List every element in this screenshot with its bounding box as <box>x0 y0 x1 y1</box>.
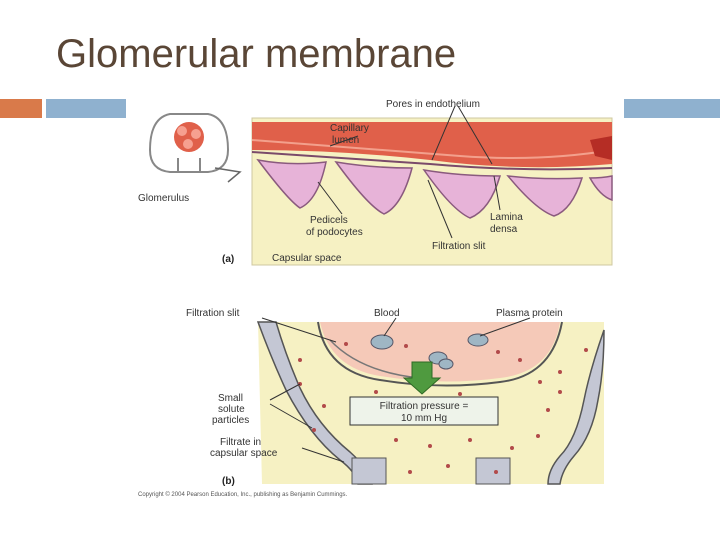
filtrate-label-line2: capsular space <box>210 448 278 459</box>
filtration-pressure-box <box>349 396 499 426</box>
right-podocyte-wall <box>547 329 605 485</box>
lamina-label-line1: Lamina <box>490 212 523 223</box>
small-solute-label-line3: particles <box>212 415 249 426</box>
capillary-label-line1: Capillary <box>330 123 369 134</box>
copyright-text: Copyright © 2004 Pearson Education, Inc.… <box>138 491 348 498</box>
pressure-label-line1: Filtration pressure = <box>380 401 469 412</box>
filtration-arrow <box>402 361 442 395</box>
glomerulus-label: Glomerulus <box>138 193 189 204</box>
panel-b-tag: (b) <box>222 476 235 487</box>
glomerulus-icon <box>148 113 242 183</box>
small-solute-label-line1: Small <box>218 393 243 404</box>
page-title: Glomerular membrane <box>56 32 457 76</box>
pores-label: Pores in endothelium <box>386 99 480 110</box>
panel-b: Filtration pressure = 10 mm Hg Filtratio… <box>186 308 605 487</box>
filtration-slit-label-b: Filtration slit <box>186 308 240 319</box>
accent-bar-blue-left <box>46 99 126 118</box>
filtration-slit-label-a: Filtration slit <box>432 241 486 252</box>
small-solute-label-line2: solute <box>218 404 245 415</box>
filtrate-label-line1: Filtrate in <box>220 437 261 448</box>
plasma-protein-label: Plasma protein <box>496 308 563 319</box>
pedicels-label-line2: of podocytes <box>306 227 363 238</box>
plasma-proteins <box>370 333 489 370</box>
pedicels-label-line1: Pedicels <box>310 215 348 226</box>
pedicels <box>256 158 613 219</box>
pressure-label-line2: 10 mm Hg <box>401 413 447 424</box>
capsular-space-label: Capsular space <box>272 253 342 264</box>
panel-a: Glomerulus Pores in endothelium Capilla <box>138 99 613 266</box>
capillary-lumen <box>252 122 612 168</box>
capillary-label-line2: lumen <box>332 135 359 146</box>
blood-label: Blood <box>374 308 400 319</box>
panel-a-tag: (a) <box>222 254 234 265</box>
lamina-label-line2: densa <box>490 224 518 235</box>
accent-bar-orange <box>0 99 42 118</box>
accent-bar-blue-right <box>624 99 720 118</box>
